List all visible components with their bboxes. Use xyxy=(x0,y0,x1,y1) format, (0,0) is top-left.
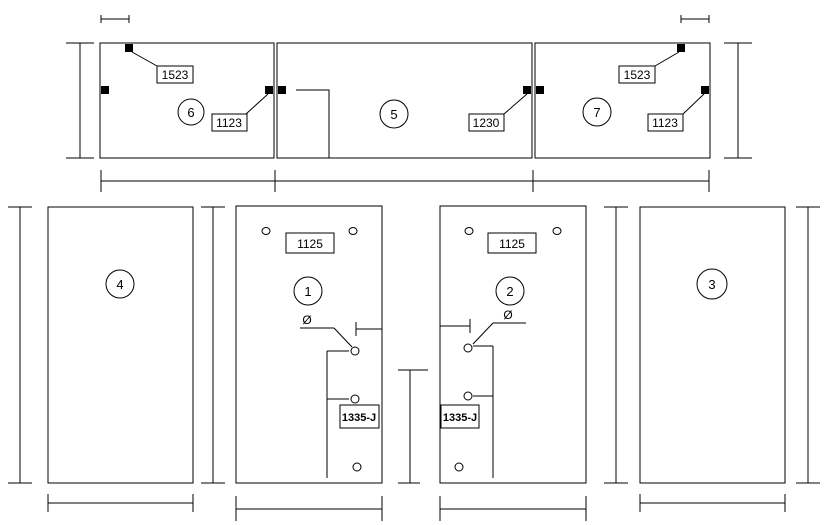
panel-2-hinge-hole-1 xyxy=(463,343,473,353)
panel-1-diameter-symbol: Ø xyxy=(302,313,311,327)
panel-7-leader-top xyxy=(654,51,680,67)
panel-2-diameter-leader xyxy=(472,322,494,345)
panel-1-hinge-label-box xyxy=(339,404,380,429)
panel-7-outline xyxy=(534,42,711,159)
panel-7-fitting-right xyxy=(701,86,709,94)
panel-6-fitting-left xyxy=(101,86,109,94)
panel-7-number-circle xyxy=(582,97,612,127)
panel-7: 1523 1123 7 xyxy=(534,42,711,159)
panel-2-hinge-label-box xyxy=(440,404,480,429)
panel-6-fitting-right xyxy=(265,86,273,94)
panel-7-label-top-box xyxy=(618,65,656,84)
panel-2-diameter-symbol: Ø xyxy=(503,308,512,322)
panel-7-leader-side xyxy=(682,93,705,115)
panel-5-number-circle xyxy=(379,99,409,129)
panel-1-number: 1 xyxy=(304,284,311,299)
panel-6-number: 6 xyxy=(187,105,194,120)
panel-3-outline xyxy=(639,206,786,484)
panel-7-fitting-left xyxy=(536,86,544,94)
panel-7-fitting-top xyxy=(677,44,685,52)
panel-2-label: 1125 xyxy=(499,237,525,251)
panel-5-fitting-right xyxy=(523,86,531,94)
panel-7-label-top: 1523 xyxy=(624,68,651,82)
panel-5-label: 1230 xyxy=(473,116,500,130)
panel-4-number-circle xyxy=(105,269,135,299)
panel-2-hinge-hole-2 xyxy=(463,391,473,401)
panel-6-label-top-box xyxy=(156,65,194,84)
panel-5: 1230 5 xyxy=(276,42,533,159)
panel-2: 1125 2 Ø 1335-J xyxy=(439,205,587,484)
top-row-dimensions xyxy=(66,15,752,192)
panel-6-fitting-top xyxy=(125,44,133,52)
panel-4: 4 xyxy=(47,206,194,484)
panel-2-hole-top-right xyxy=(552,227,562,235)
panel-6-label-side: 1123 xyxy=(216,116,242,130)
panel-4-number: 4 xyxy=(116,277,123,292)
panel-2-hole-top-left xyxy=(464,227,474,235)
panel-6-label-side-box xyxy=(211,113,248,132)
panel-5-label-box xyxy=(468,113,505,132)
panel-1-hinge-hole-3 xyxy=(352,462,362,472)
panel-2-hinge-hole-3 xyxy=(454,462,464,472)
panel-2-hinge-label: 1335-J xyxy=(443,412,477,424)
panel-1-hinge-hole-1 xyxy=(350,346,360,356)
panel-7-label-side-box xyxy=(647,113,684,132)
panel-3: 3 xyxy=(639,206,786,484)
panel-5-outline xyxy=(276,42,533,159)
panel-7-label-side: 1123 xyxy=(652,116,678,130)
panel-6: 1523 1123 6 xyxy=(99,42,275,159)
panel-1-label: 1125 xyxy=(297,237,323,251)
panel-2-label-box xyxy=(487,232,537,254)
panel-1: 1125 1 Ø 1335-J xyxy=(235,205,383,484)
panel-6-leader-top xyxy=(131,51,158,67)
panel-6-number-circle xyxy=(177,98,205,126)
panel-3-number-circle xyxy=(696,268,728,300)
panel-1-label-box xyxy=(285,232,335,254)
panel-4-outline xyxy=(47,206,194,484)
panel-2-number-circle xyxy=(495,276,525,306)
panel-5-dimension-line xyxy=(296,89,330,158)
panel-7-number: 7 xyxy=(593,105,600,120)
panel-6-label-top: 1523 xyxy=(162,68,189,82)
panel-3-number: 3 xyxy=(708,277,715,292)
panel-1-hinge-hole-2 xyxy=(350,394,360,404)
panel-1-diameter-leader xyxy=(333,327,353,348)
panel-1-number-circle xyxy=(293,276,323,306)
panel-5-fitting-left xyxy=(278,86,286,94)
panel-5-leader xyxy=(503,93,528,115)
panel-5-number: 5 xyxy=(390,107,397,122)
panel-6-leader-side xyxy=(245,93,269,115)
bottom-row-dimensions xyxy=(8,206,820,521)
panel-1-hole-top-left xyxy=(261,227,271,235)
panel-1-hole-top-right xyxy=(348,227,358,235)
panel-2-number: 2 xyxy=(506,284,513,299)
panel-1-hinge-label: 1335-J xyxy=(342,412,376,424)
